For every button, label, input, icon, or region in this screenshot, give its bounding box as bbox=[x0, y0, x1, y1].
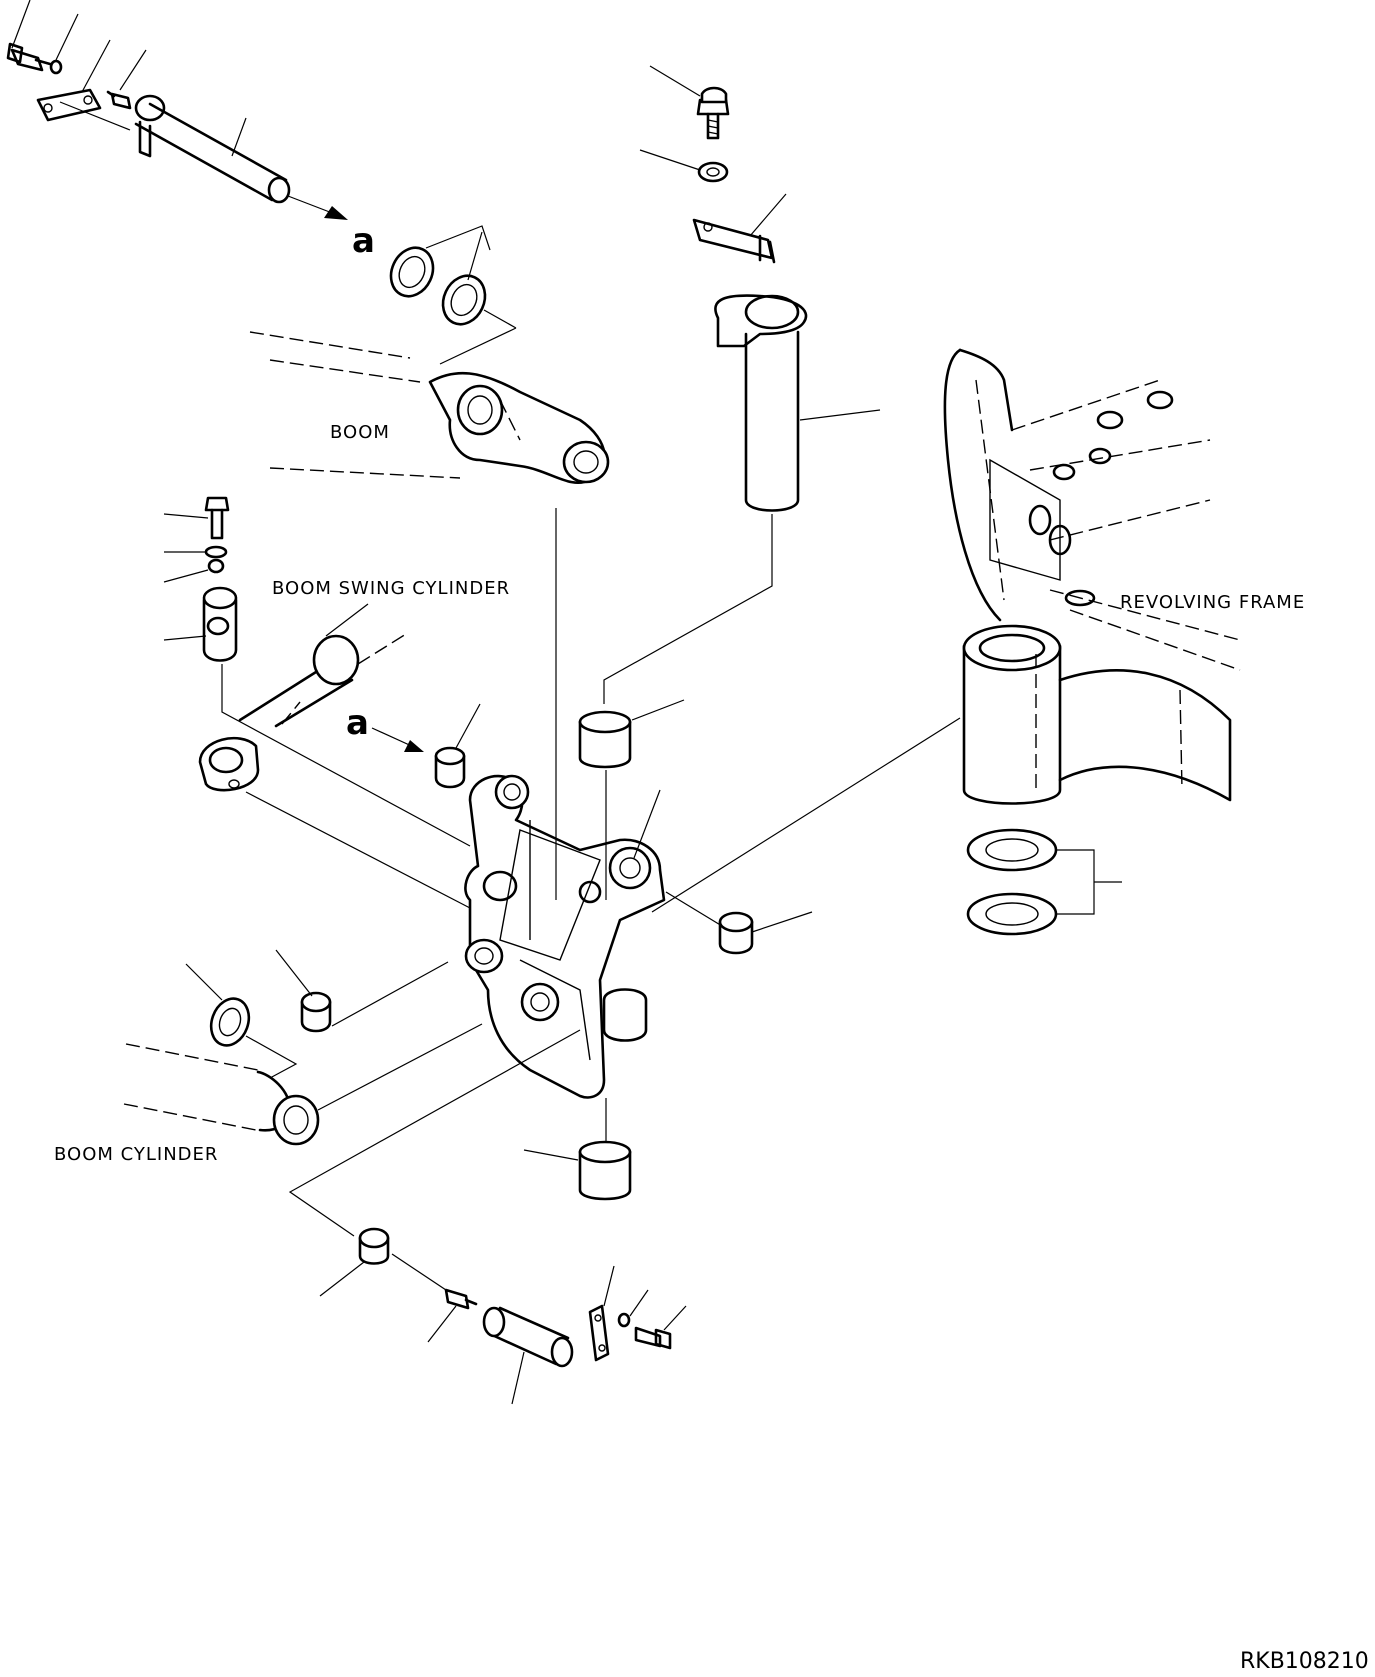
drawing-code: RKB108210 bbox=[1240, 1649, 1369, 1674]
boom-swing-cylinder-label: BOOM SWING CYLINDER bbox=[272, 578, 510, 599]
swing-bracket bbox=[464, 774, 666, 1099]
arrow-label-a-top: a bbox=[352, 221, 375, 261]
lower-pin-assembly bbox=[288, 1029, 687, 1405]
boom: BOOM bbox=[249, 331, 610, 485]
swing-cylinder-lock-washer bbox=[207, 558, 225, 574]
lower-bolt bbox=[634, 1305, 687, 1350]
boom-thrust-washers bbox=[389, 225, 517, 365]
revolving-frame-swing-boss bbox=[962, 624, 1232, 805]
boom-swing-pin bbox=[714, 294, 808, 512]
arrow-label-a-mid: a bbox=[346, 703, 369, 743]
swing-pin-assembly bbox=[603, 65, 881, 704]
upper-grease-fitting bbox=[106, 90, 132, 110]
swing-cylinder-bushing bbox=[434, 703, 481, 789]
boom-cylinder-bushing bbox=[275, 949, 449, 1033]
lower-lock-washer bbox=[617, 1289, 649, 1328]
frame-thrust-washers bbox=[966, 828, 1122, 936]
swing-bracket-right-bushing bbox=[665, 891, 813, 955]
lower-pin bbox=[482, 1306, 574, 1405]
revolving-frame-label: REVOLVING FRAME bbox=[1120, 592, 1305, 613]
revolving-frame: REVOLVING FRAME bbox=[943, 348, 1305, 805]
upper-left-lock-plate bbox=[36, 88, 102, 122]
boom-foot-pin bbox=[134, 94, 291, 204]
swing-cylinder-bolt bbox=[204, 496, 230, 540]
upper-pin-assembly: a bbox=[6, 0, 375, 261]
swing-pin-washer bbox=[697, 161, 729, 183]
swing-bracket-lower-bushing bbox=[523, 1098, 632, 1201]
lower-grease-fitting bbox=[427, 1288, 478, 1343]
lower-lock-plate bbox=[588, 1265, 615, 1362]
boom-cylinder-pin-set: BOOM CYLINDER bbox=[54, 949, 483, 1165]
boom-cylinder-thrust-washer bbox=[185, 963, 298, 1079]
swing-cylinder-rod-pin bbox=[238, 633, 407, 728]
swing-cylinder-pin-retainer bbox=[202, 586, 238, 662]
swing-pin-lock-plate bbox=[692, 218, 776, 264]
boom-label: BOOM bbox=[330, 422, 390, 443]
upper-left-bolt bbox=[6, 42, 52, 72]
boom-cylinder bbox=[123, 1023, 483, 1146]
swing-cylinder-rod-eye bbox=[198, 736, 260, 792]
swing-pin-bolt bbox=[696, 86, 730, 140]
upper-left-lock-washer bbox=[49, 59, 63, 75]
lower-bushing bbox=[319, 1227, 390, 1297]
boom-cylinder-label: BOOM CYLINDER bbox=[54, 1144, 218, 1165]
boom-swing-cylinder-pin-set: BOOM SWING CYLINDER a bbox=[163, 496, 510, 909]
swing-cylinder-washer bbox=[204, 545, 228, 559]
swing-bracket-upper-bushing bbox=[578, 699, 685, 900]
